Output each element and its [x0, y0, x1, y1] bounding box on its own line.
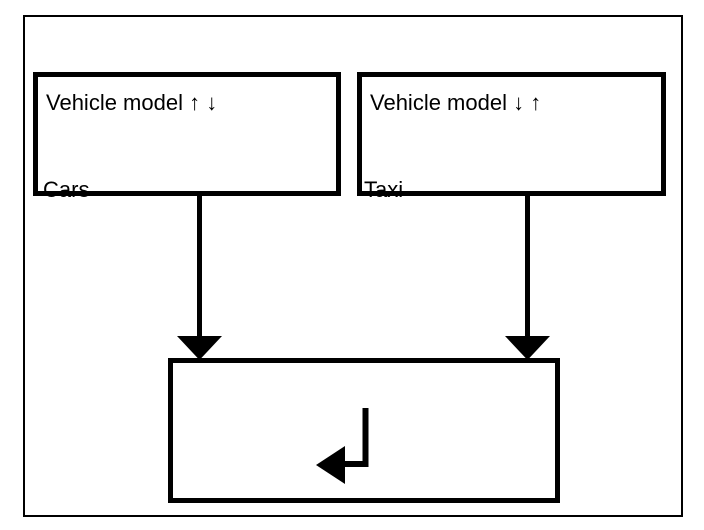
node-title-cars: Vehicle model ↑ ↓ [46, 90, 218, 115]
node-vehicle-model-cars: Vehicle model ↑ ↓ [33, 72, 341, 196]
diagram-frame [23, 15, 683, 517]
node-merge [168, 358, 560, 503]
node-title-taxi: Vehicle model ↓ ↑ [370, 90, 542, 115]
node-label-taxi: Taxi [364, 177, 404, 202]
node-vehicle-model-taxi: Vehicle model ↓ ↑ [357, 72, 666, 196]
node-label-cars: Cars [43, 177, 90, 202]
